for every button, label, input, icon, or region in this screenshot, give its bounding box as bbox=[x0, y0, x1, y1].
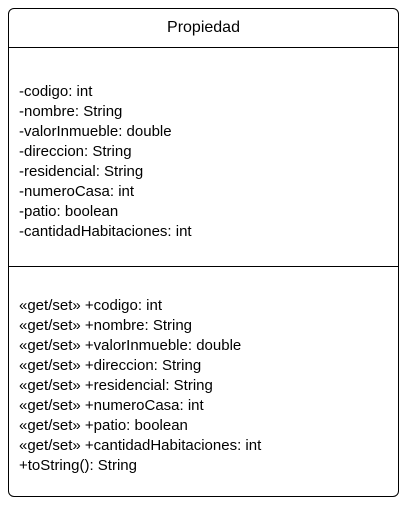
method-line: «get/set» +codigo: int bbox=[19, 297, 163, 314]
method-line: «get/set» +numeroCasa: int bbox=[19, 397, 204, 414]
attribute-line: -residencial: String bbox=[19, 163, 144, 180]
uml-class-box: Propiedad -codigo: int -nombre: String -… bbox=[8, 8, 399, 497]
attribute-line: -nombre: String bbox=[19, 103, 123, 120]
attribute-line: -cantidadHabitaciones: int bbox=[19, 223, 192, 240]
methods-compartment: «get/set» +codigo: int «get/set» +nombre… bbox=[9, 267, 398, 496]
attribute-line: -patio: boolean bbox=[19, 203, 119, 220]
method-line: «get/set» +residencial: String bbox=[19, 377, 213, 394]
method-line: «get/set» +valorInmueble: double bbox=[19, 337, 242, 354]
attribute-line: -numeroCasa: int bbox=[19, 183, 135, 200]
method-line: «get/set» +direccion: String bbox=[19, 357, 202, 374]
attributes-compartment: -codigo: int -nombre: String -valorInmue… bbox=[9, 48, 398, 267]
attribute-line: -valorInmueble: double bbox=[19, 123, 172, 140]
class-name: Propiedad bbox=[167, 19, 240, 36]
class-name-compartment: Propiedad bbox=[9, 9, 398, 48]
method-line: «get/set» +cantidadHabitaciones: int bbox=[19, 437, 262, 454]
method-line: «get/set» +patio: boolean bbox=[19, 417, 188, 434]
method-line: +toString(): String bbox=[19, 457, 137, 474]
attribute-line: -direccion: String bbox=[19, 143, 132, 160]
attribute-line: -codigo: int bbox=[19, 83, 93, 100]
method-line: «get/set» +nombre: String bbox=[19, 317, 193, 334]
